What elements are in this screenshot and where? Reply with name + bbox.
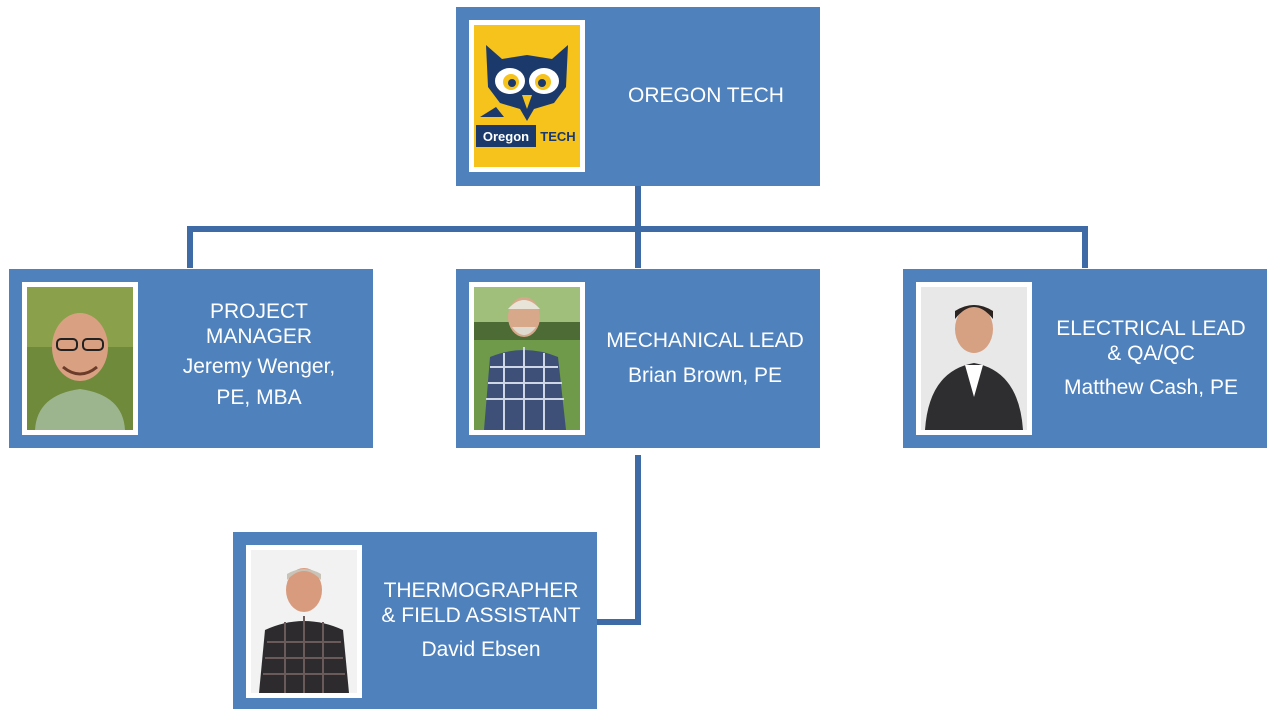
- photo-matthew-cash: [916, 282, 1032, 435]
- electrical-lead-role-2: & QA/QC: [1107, 342, 1195, 365]
- connector-mech-to-thermo: [597, 455, 641, 625]
- photo-jeremy-wenger: [22, 282, 138, 435]
- person-photo-icon: [921, 287, 1027, 430]
- oregon-tech-title: OREGON TECH: [628, 84, 784, 107]
- project-manager-name-1: Jeremy Wenger,: [182, 355, 336, 378]
- person-photo-icon: [474, 287, 580, 430]
- project-manager-role-1: PROJECT: [209, 300, 308, 323]
- node-electrical-lead-label: ELECTRICAL LEAD & QA/QC Matthew Cash, PE: [1037, 316, 1265, 400]
- node-oregon-tech: Oregon TECH OREGON TECH: [456, 7, 820, 186]
- thermographer-role-1: THERMOGRAPHER: [383, 579, 579, 602]
- photo-brian-brown: [469, 282, 585, 435]
- node-project-manager: PROJECT MANAGER Jeremy Wenger, PE, MBA: [9, 269, 373, 448]
- electrical-lead-role-1: ELECTRICAL LEAD: [1056, 317, 1246, 340]
- photo-david-ebsen: [246, 545, 362, 698]
- node-mechanical-lead-label: MECHANICAL LEAD Brian Brown, PE: [590, 328, 820, 388]
- node-project-manager-label: PROJECT MANAGER Jeremy Wenger, PE, MBA: [157, 299, 361, 410]
- logo-word-tech: TECH: [540, 129, 575, 144]
- project-manager-name-2: PE, MBA: [216, 386, 302, 409]
- node-mechanical-lead: MECHANICAL LEAD Brian Brown, PE: [456, 269, 820, 448]
- person-photo-icon: [251, 550, 357, 693]
- person-photo-icon: [27, 287, 133, 430]
- owl-logo-icon: Oregon TECH: [474, 25, 580, 167]
- thermographer-name: David Ebsen: [421, 638, 541, 661]
- thermographer-role-2: & FIELD ASSISTANT: [381, 604, 581, 627]
- oregon-tech-logo: Oregon TECH: [469, 20, 585, 172]
- node-thermographer: THERMOGRAPHER & FIELD ASSISTANT David Eb…: [233, 532, 597, 709]
- logo-word-oregon: Oregon: [483, 129, 529, 144]
- electrical-lead-name: Matthew Cash, PE: [1064, 376, 1238, 399]
- mechanical-lead-role: MECHANICAL LEAD: [606, 329, 804, 352]
- node-electrical-lead: ELECTRICAL LEAD & QA/QC Matthew Cash, PE: [903, 269, 1267, 448]
- node-thermographer-label: THERMOGRAPHER & FIELD ASSISTANT David Eb…: [367, 578, 595, 662]
- mechanical-lead-name: Brian Brown, PE: [627, 364, 783, 387]
- project-manager-role-2: MANAGER: [205, 325, 313, 348]
- node-oregon-tech-label: OREGON TECH: [596, 83, 816, 108]
